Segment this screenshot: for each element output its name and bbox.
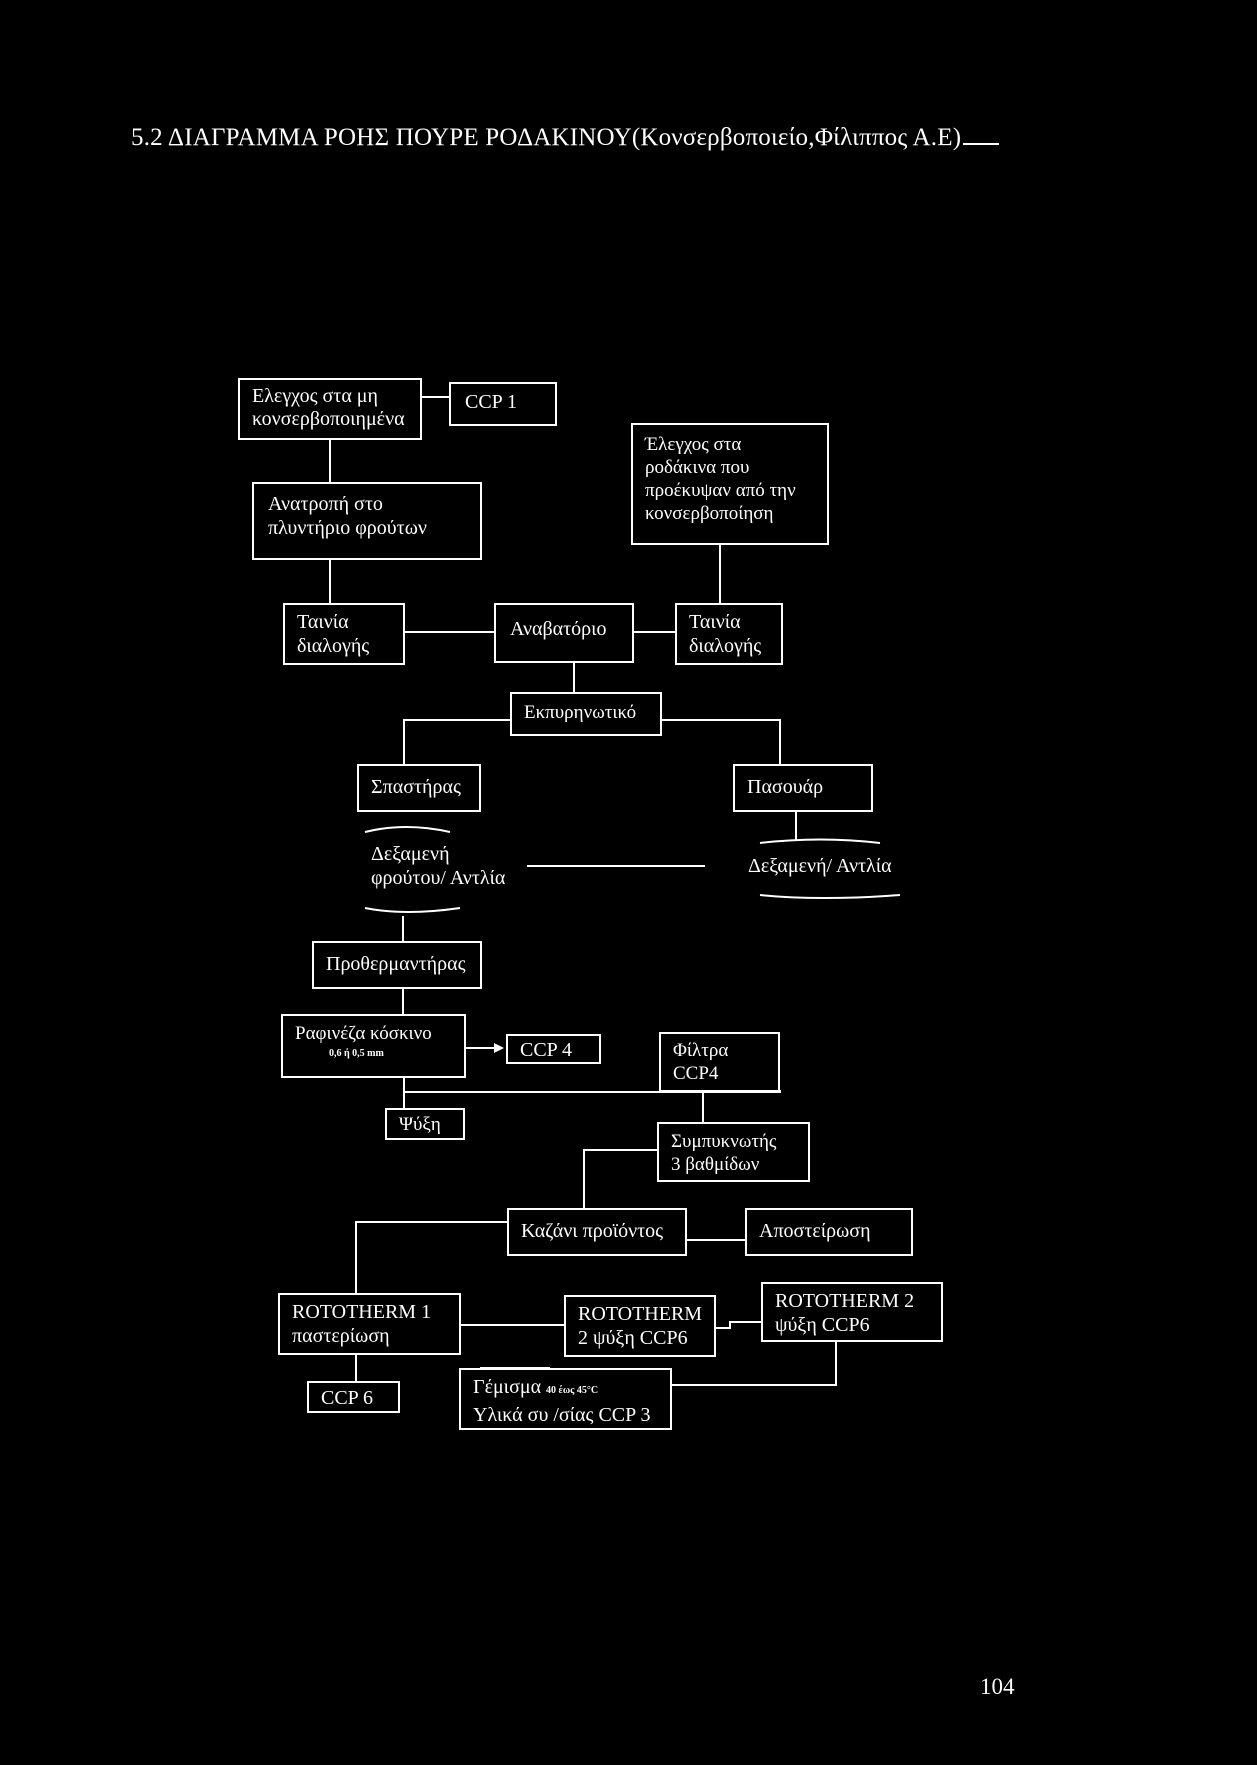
node-pitter-label: Εκπυρηνωτικό xyxy=(524,702,637,723)
node-passoir: Πασουάρ xyxy=(733,764,873,812)
node-control-peaches-line1: Έλεγχος στα xyxy=(645,434,742,455)
connector-pitter-passoir xyxy=(660,719,781,766)
connector-mid-rototherm2 xyxy=(715,1321,762,1329)
node-control-uncanned: Ελεγχος στα μη κονσερβοποιημένα xyxy=(238,378,422,440)
node-rototherm-mid-line1: ROTOTHERM xyxy=(578,1303,703,1325)
arc-fruit-tank-bottom xyxy=(364,907,461,913)
node-preheater-label: Προθερμαντήρας xyxy=(326,953,466,975)
connector-evaporator-kettle xyxy=(583,1149,658,1210)
node-filling: Γέμισμα 40 έως 45°C Υλικά συ /σίας CCP 3 xyxy=(459,1368,672,1430)
node-ccp6: CCP 6 xyxy=(307,1381,400,1413)
node-filling-line1b: 40 έως 45°C xyxy=(546,1385,599,1396)
title-underline xyxy=(963,143,1000,145)
node-product-kettle: Καζάνι προϊόντος xyxy=(507,1208,687,1256)
connector-finisher-filters xyxy=(404,1090,781,1093)
node-evaporator: Συμπυκνωτής 3 βαθμίδων xyxy=(657,1122,810,1182)
node-fruit-tank: Δεξαμενή φρούτου/ Αντλία xyxy=(371,842,505,890)
connector-pitter-crusher xyxy=(403,719,510,766)
node-tip-washer-line2: πλυντήριο φρούτων xyxy=(268,517,427,539)
node-filling-line1a: Γέμισμα xyxy=(473,1376,542,1398)
node-sorting-belt-right-line1: Ταινία xyxy=(689,611,741,633)
node-crusher: Σπαστήρας xyxy=(357,764,481,812)
diagram-title: 5.2 ΔΙΑΓΡΑΜΜΑ ΡΟΗΣ ΠΟΥΡΕ ΡΟΔΑΚΙΝΟΥ(Κονσε… xyxy=(131,124,1000,152)
connector-kettle-sterilization xyxy=(685,1222,746,1241)
node-filling-line2: Υλικά συ /σίας CCP 3 xyxy=(473,1404,651,1426)
connector-kettle-rototherm1 xyxy=(355,1221,508,1295)
node-sorting-belt-left-line2: διαλογής xyxy=(297,635,370,657)
node-passoir-label: Πασουάρ xyxy=(747,776,824,798)
node-cooling-label: Ψύξη xyxy=(399,1114,441,1135)
arrowhead-ccp4 xyxy=(494,1043,504,1053)
node-sorting-belt-left: Ταινία διαλογής xyxy=(283,603,405,665)
node-tip-washer: Ανατροπή στο πλυντήριο φρούτων xyxy=(252,482,482,560)
node-fruit-tank-line1: Δεξαμενή xyxy=(371,843,450,865)
node-ccp6-label: CCP 6 xyxy=(321,1387,374,1409)
node-finisher: Ραφινέζα κόσκινο 0,6 ή 0,5 mm xyxy=(281,1014,466,1078)
node-rototherm2: ROTOTHERM 2 ψύξη CCP6 xyxy=(761,1282,943,1342)
diagram-title-text: 5.2 ΔΙΑΓΡΑΜΜΑ ΡΟΗΣ ΠΟΥΡΕ ΡΟΔΑΚΙΝΟΥ(Κονσε… xyxy=(131,124,962,151)
node-rototherm2-line2: ψύξη CCP6 xyxy=(775,1314,870,1336)
node-cooling: Ψύξη xyxy=(385,1108,465,1140)
node-crusher-label: Σπαστήρας xyxy=(371,776,461,798)
node-rototherm2-line1: ROTOTHERM 2 xyxy=(775,1290,915,1312)
arc-tank-pump-top xyxy=(759,838,881,844)
node-product-kettle-label: Καζάνι προϊόντος xyxy=(521,1220,664,1242)
node-control-peaches-line4: κονσερβοποίηση xyxy=(645,503,774,524)
node-control-peaches-line3: προέκυψαν από την xyxy=(645,480,796,501)
node-fruit-tank-line2: φρούτου/ Αντλία xyxy=(371,867,506,889)
node-sorting-belt-left-line1: Ταινία xyxy=(297,611,349,633)
node-ccp4-label: CCP 4 xyxy=(520,1039,573,1061)
page-number: 104 xyxy=(980,1674,1015,1699)
node-rototherm1-line1: ROTOTHERM 1 xyxy=(292,1301,432,1323)
node-sorting-belt-right-line2: διαλογής xyxy=(689,635,762,657)
node-control-uncanned-line1: Ελεγχος στα μη xyxy=(252,385,378,407)
node-elevator-label: Αναβατόριο xyxy=(510,618,607,640)
node-ccp4: CCP 4 xyxy=(506,1034,601,1064)
node-rototherm1: ROTOTHERM 1 παστερίωση xyxy=(278,1293,461,1355)
node-finisher-line1: Ραφινέζα κόσκινο xyxy=(295,1023,432,1044)
node-control-uncanned-line2: κονσερβοποιημένα xyxy=(252,408,405,430)
node-ccp1: CCP 1 xyxy=(449,382,557,426)
node-preheater: Προθερμαντήρας xyxy=(312,941,482,989)
node-ccp1-label: CCP 1 xyxy=(465,391,518,413)
node-filters-line1: Φίλτρα xyxy=(673,1040,729,1061)
node-sterilization-label: Αποστείρωση xyxy=(759,1220,871,1242)
node-evaporator-line2: 3 βαθμίδων xyxy=(671,1154,760,1175)
arc-tank-pump-bottom xyxy=(759,894,901,899)
node-filters: Φίλτρα CCP4 xyxy=(659,1032,780,1092)
node-sorting-belt-right: Ταινία διαλογής xyxy=(675,603,783,665)
node-evaporator-line1: Συμπυκνωτής xyxy=(671,1131,777,1152)
node-sterilization: Αποστείρωση xyxy=(745,1208,913,1256)
node-elevator: Αναβατόριο xyxy=(494,603,634,663)
connector-rototherm2-filling xyxy=(670,1341,837,1386)
node-tip-washer-line1: Ανατροπή στο xyxy=(268,493,383,515)
node-pitter: Εκπυρηνωτικό xyxy=(510,692,662,736)
node-finisher-line2: 0,6 ή 0,5 mm xyxy=(329,1048,384,1059)
node-control-peaches: Έλεγχος στα ροδάκινα που προέκυψαν από τ… xyxy=(631,423,829,545)
node-control-peaches-line2: ροδάκινα που xyxy=(645,457,750,478)
node-rototherm-mid-line2: 2 ψύξη CCP6 xyxy=(578,1327,688,1349)
node-rototherm1-line2: παστερίωση xyxy=(292,1325,390,1347)
arc-fruit-tank-top xyxy=(364,826,451,833)
node-tank-pump-label: Δεξαμενή/ Αντλία xyxy=(748,855,892,877)
node-tank-pump: Δεξαμενή/ Αντλία xyxy=(748,854,892,878)
node-filters-line2: CCP4 xyxy=(673,1063,719,1084)
node-rototherm-mid: ROTOTHERM 2 ψύξη CCP6 xyxy=(564,1295,716,1357)
